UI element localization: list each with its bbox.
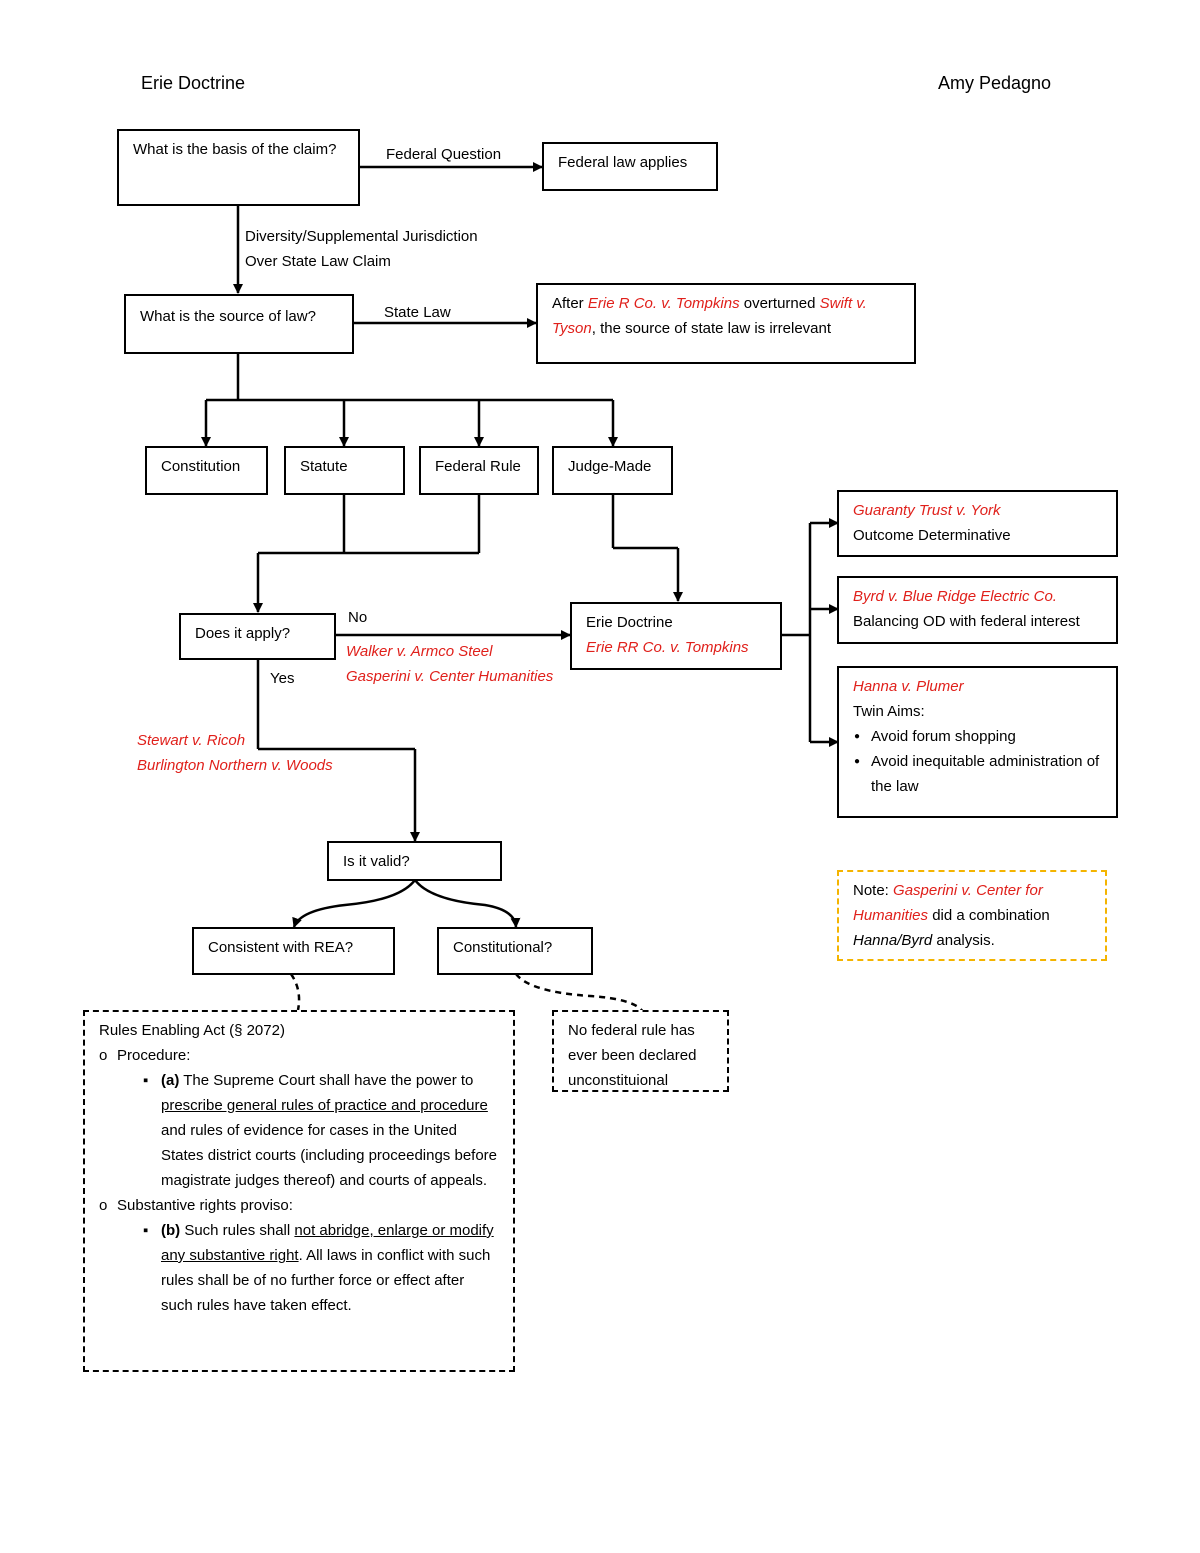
byrd-case-name: Byrd v. Blue Ridge Electric Co.: [853, 588, 1057, 605]
gasperini-case: Gasperini v. Center Humanities: [346, 668, 554, 685]
walker-case: Walker v. Armco Steel: [346, 643, 493, 660]
source-node: What is the source of law?: [124, 294, 354, 354]
gasperini-note: Note: Gasperini v. Center for Humanities…: [837, 870, 1107, 961]
is-it-valid-node: Is it valid?: [327, 841, 502, 881]
aim-forum-shopping: Avoid forum shopping: [854, 724, 1102, 749]
constitutional-node: Constitutional?: [437, 927, 593, 975]
rea-a-label: (a): [161, 1072, 180, 1089]
rea-a-text1: The Supreme Court shall have the power t…: [179, 1072, 474, 1089]
consistent-rea-node: Consistent with REA?: [192, 927, 395, 975]
note-case-name: Gasperini v. Center for Humanities: [853, 882, 1043, 924]
basis-node: What is the basis of the claim?: [117, 129, 360, 206]
yes-label: Yes: [270, 670, 295, 687]
burlington-case: Burlington Northern v. Woods: [137, 757, 333, 774]
twin-aims-label: Twin Aims:: [853, 703, 925, 720]
no-federal-rule-text: No federal rule has ever been declared u…: [568, 1022, 697, 1089]
rea-b-text2: . All laws in conflict with such rules s…: [161, 1247, 491, 1314]
source-node-text: What is the source of law?: [140, 308, 316, 325]
rea-a-text2: and rules of evidence for cases in the U…: [161, 1122, 498, 1189]
state-law-label: State Law: [384, 304, 451, 321]
rea-b-text1: Such rules shall: [180, 1222, 295, 1239]
consistent-rea-text: Consistent with REA?: [208, 939, 354, 956]
byrd-description: Balancing OD with federal interest: [853, 613, 1080, 630]
rea-b-item: (b) Such rules shall not abridge, enlarg…: [143, 1218, 499, 1318]
federal-law-node: Federal law applies: [542, 142, 718, 191]
does-it-apply-node: Does it apply?: [179, 613, 336, 660]
hanna-case-name: Hanna v. Plumer: [853, 678, 964, 695]
rea-substantive-label: Substantive rights proviso:: [117, 1197, 293, 1214]
constitutional-text: Constitutional?: [453, 939, 553, 956]
guaranty-case-name: Guaranty Trust v. York: [853, 502, 1001, 519]
is-it-valid-text: Is it valid?: [343, 853, 410, 870]
rea-title: Rules Enabling Act (§ 2072): [99, 1022, 285, 1039]
stewart-case: Stewart v. Ricoh: [137, 732, 246, 749]
aim-inequitable-administration: Avoid inequitable administration of the …: [854, 749, 1102, 799]
no-federal-rule-node: No federal rule has ever been declared u…: [552, 1010, 729, 1092]
note-middle: did a combination: [928, 907, 1050, 924]
basis-node-text: What is the basis of the claim?: [133, 141, 337, 158]
rea-procedure-label: Procedure:: [117, 1047, 191, 1064]
federal-rule-node: Federal Rule: [419, 446, 539, 495]
rea-substantive-item: Substantive rights proviso: (b) Such rul…: [99, 1193, 499, 1318]
rea-b-underlined: not abridge, enlarge or modify any subst…: [161, 1222, 494, 1264]
constitution-text: Constitution: [161, 458, 241, 475]
federal-question-label: Federal Question: [386, 146, 502, 163]
note-suffix: analysis.: [932, 932, 995, 949]
byrd-node: Byrd v. Blue Ridge Electric Co. Balancin…: [837, 576, 1118, 644]
federal-law-text: Federal law applies: [558, 154, 688, 171]
judge-made-node: Judge-Made: [552, 446, 673, 495]
guaranty-description: Outcome Determinative: [853, 527, 1011, 544]
state-law-note-node: After Erie R Co. v. Tompkins overturned …: [536, 283, 916, 364]
hanna-node: Hanna v. Plumer Twin Aims: Avoid forum s…: [837, 666, 1118, 818]
erie-case-name: Erie R Co. v. Tompkins: [587, 295, 740, 312]
state-law-note-after: After: [552, 295, 588, 312]
erie-doctrine-text: Erie Doctrine: [586, 614, 673, 631]
note-hanna-byrd: Hanna/Byrd: [853, 932, 933, 949]
federal-rule-text: Federal Rule: [435, 458, 521, 475]
rea-procedure-item: Procedure: (a) The Supreme Court shall h…: [99, 1043, 499, 1193]
note-prefix: Note:: [853, 882, 894, 899]
rea-a-underlined: prescribe general rules of practice and …: [161, 1097, 488, 1114]
guaranty-trust-node: Guaranty Trust v. York Outcome Determina…: [837, 490, 1118, 557]
statute-node: Statute: [284, 446, 405, 495]
rea-a-item: (a) The Supreme Court shall have the pow…: [143, 1068, 499, 1193]
does-it-apply-text: Does it apply?: [195, 625, 291, 642]
erie-doctrine-case: Erie RR Co. v. Tompkins: [586, 639, 749, 656]
erie-doctrine-node: Erie Doctrine Erie RR Co. v. Tompkins: [570, 602, 782, 670]
rea-box: Rules Enabling Act (§ 2072) Procedure: (…: [83, 1010, 515, 1372]
author-name: Amy Pedagno: [938, 73, 1052, 93]
swift-case-name: Swift v. Tyson: [552, 295, 867, 337]
judge-made-text: Judge-Made: [568, 458, 652, 475]
state-law-note-rest: , the source of state law is irrelevant: [591, 320, 832, 337]
no-label: No: [348, 609, 368, 626]
constitution-node: Constitution: [145, 446, 268, 495]
state-law-note-overturned: overturned: [739, 295, 820, 312]
rea-b-label: (b): [161, 1222, 181, 1239]
diversity-label-1: Diversity/Supplemental Jurisdiction: [245, 228, 478, 245]
document-title: Erie Doctrine: [141, 73, 246, 93]
statute-text: Statute: [300, 458, 348, 475]
diversity-label-2: Over State Law Claim: [245, 253, 391, 270]
